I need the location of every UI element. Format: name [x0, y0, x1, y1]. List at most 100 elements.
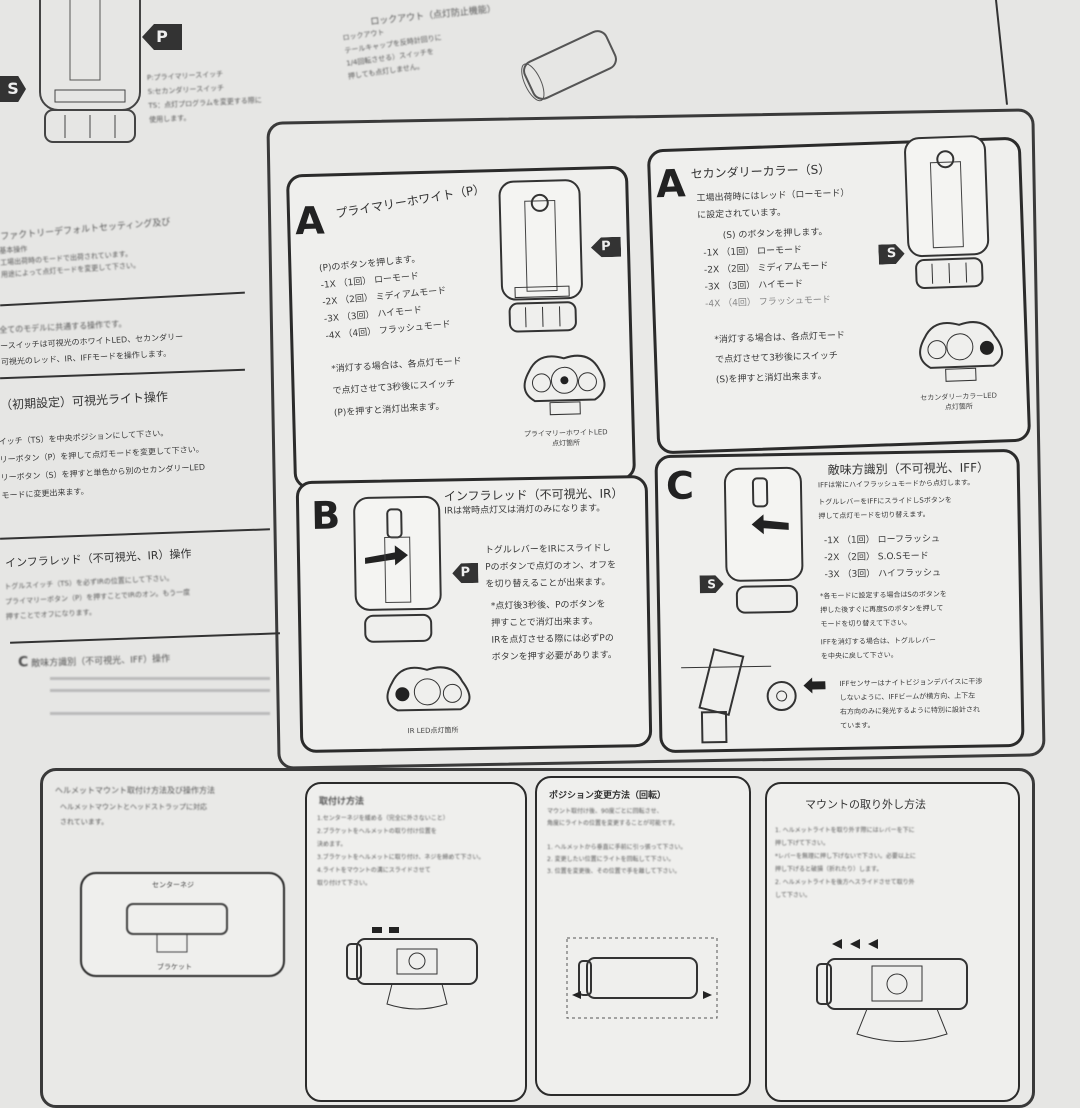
flashlight-lockout-illustration-icon — [521, 30, 617, 102]
section-letter: C — [17, 654, 29, 671]
diagram-label: センターネジ — [152, 881, 194, 889]
note-line: IFFを消灯する場合は、トグルレバー — [820, 636, 936, 647]
removal-step: 押し下げると破損（折れたり）します。 — [775, 866, 883, 873]
panel-iff: C 敵味方識別（不可視光、IFF） IFFは常にハイフラッシュモードから点灯しま… — [654, 448, 1025, 754]
ir-body: トグルレバーをIRにスライドし Pのボタンで点灯のオン、オフを を切り替えること… — [485, 541, 617, 594]
body-line: 押して点灯モードを切り替えます。 — [818, 510, 930, 521]
visible-light-text: イッチ（TS）を中央ポジションにして下さい。 リーボタン（P）を押して点灯モード… — [0, 423, 206, 506]
mode-item: -3X （3回） ハイフラッシュ — [824, 568, 942, 581]
secondary-led-lens-icon — [919, 321, 1004, 382]
helmet-line: ヘルメットマウントとヘッドストラップに対応 — [60, 803, 207, 811]
mode-list: (S) のボタンを押します。 -1X （1回） ローモード -2X （2回） ミ… — [703, 224, 831, 313]
note-line: を中央に戻して下さい。 — [820, 650, 898, 661]
helmet-line: されています。 — [60, 818, 109, 826]
attach-step: 1.センターネジを緩める（完全に外さないこと） — [317, 815, 449, 822]
panel-primary-white: A プライマリーホワイト（P） (P)のボタンを押します。 -1X （1回） ロ… — [285, 165, 637, 490]
position-title: ポジション変更方法（回転） — [549, 791, 667, 801]
mount-diagram-box: センターネジ ブラケット — [80, 872, 285, 977]
iff-operation-text — [50, 672, 280, 732]
mount-removal-box: マウントの取り外し方法 1. ヘルメットライトを取り外す際にはレバーを下に 押し… — [765, 782, 1020, 1102]
blurred-line — [50, 689, 270, 692]
common-operation-text: 全てのモデルに共通する操作です。 ースイッチは可視光のホワイトLED、セカンダリ… — [0, 313, 184, 371]
note-line: 押した後すぐに再度Sのボタンを押して — [820, 604, 944, 615]
note-line: (S)を押すと消灯出来ます。 — [715, 371, 827, 386]
factory-default-text: 基本操作 工場出荷時のモードで出荷されています。 用途によって点灯モードを変更し… — [0, 235, 140, 281]
helmet-mount-text: ヘルメットマウントとヘッドストラップに対応 されています。 — [60, 800, 207, 830]
divider — [0, 528, 270, 540]
attach-step: 4.ライトをマウントの溝にスライドさせて — [317, 867, 431, 874]
body-line: を切り替えることが出来ます。 — [485, 577, 611, 590]
note-line: ています。 — [840, 721, 875, 731]
panel-title: プライマリーホワイト（P） — [334, 181, 487, 221]
body-line: トグルレバーをIFFにスライドしSボタンを — [818, 496, 952, 507]
note-line: 右方向のみに発光するように特別に設計され — [839, 705, 980, 717]
removal-step: して下さい。 — [775, 892, 811, 899]
panel-title: セカンダリーカラー（S） — [690, 162, 831, 182]
divider — [10, 632, 280, 644]
flashlight-front-illustration-icon — [498, 179, 583, 333]
panel-secondary-color: A セカンダリーカラー（S） 工場出荷時にはレッド（ローモード） に設定されてい… — [646, 135, 1032, 455]
panel-sub: IRは常時点灯又は消灯のみになります。 — [444, 503, 606, 517]
section-letter: B — [310, 493, 341, 538]
attach-step: 取り付けて下さい。 — [317, 880, 372, 887]
note-line: ボタンを押す必要があります。 — [491, 650, 617, 663]
removal-step: *レバーを無理に押し下げないで下さい。必要以上に — [775, 853, 916, 860]
blurred-line — [50, 712, 270, 715]
flashlight-iff-illustration-icon — [723, 466, 804, 614]
iff-sensor-note: IFFセンサーはナイトビジョンデバイスに干渉 しないように、IFFビームが横方向… — [839, 675, 983, 733]
iff-title-text: 敵味方識別（不可視光、IFF）操作 — [31, 654, 171, 670]
s-button-badge: S — [700, 575, 724, 593]
note-line: *点灯後3秒後、Pのボタンを — [490, 599, 606, 612]
iff-body: トグルレバーをIFFにスライドしSボタンを 押して点灯モードを切り替えます。 — [818, 493, 952, 523]
position-line: 角度にライトの位置を変更することが可能です。 — [547, 820, 679, 827]
section-letter: A — [655, 161, 687, 207]
panel-infrared: B インフラレッド（不可視光、IR） IRは常時点灯又は消灯のみになります。 ト… — [295, 474, 653, 754]
helmet-mount-title: ヘルメットマウント取付け方法及び操作方法 — [55, 786, 215, 795]
ir-led-lens-icon — [386, 666, 471, 712]
diagram-label: ブラケット — [157, 963, 192, 971]
position-line: 1. ヘルメットから垂直に手前に引っ張って下さい。 — [547, 844, 687, 851]
iff-operation-title: C 敵味方識別（不可視光、IFF）操作 — [18, 649, 171, 670]
attach-title: 取付け方法 — [319, 797, 365, 807]
infrared-operation-title: インフラレッド（不可視光、IR）操作 — [4, 547, 192, 570]
led-caption: プライマリーホワイトLED 点灯箇所 — [511, 427, 621, 450]
note-line: IRを点灯させる際には必ずPの — [491, 633, 614, 646]
position-line: マウント取付け後、90度ごとに回転させ、 — [547, 808, 663, 815]
led-caption: セカンダリーカラーLED 点灯箇所 — [903, 390, 1014, 414]
ir-note: *点灯後3秒後、Pのボタンを 押すことで消灯出来ます。 IRを点灯させる際には必… — [491, 597, 617, 667]
note-line: 押すことで消灯出来ます。 — [491, 616, 599, 629]
mounted-light-illustration-icon — [346, 927, 478, 1010]
blurred-line — [50, 677, 270, 680]
position-line: 3. 位置を変更後、その位置で手を離して下さい。 — [547, 868, 681, 875]
lockout-text: ロックアウト テールキャップを反時計回りに 1/4回転させる）スイッチを 押して… — [342, 18, 446, 83]
s-button-badge: S — [878, 244, 905, 265]
mode-item: -4X （4回） フラッシュモード — [705, 295, 831, 310]
position-text: マウント取付け後、90度ごとに回転させ、 角度にライトの位置を変更することが可能… — [547, 806, 686, 878]
attach-method-box: 取付け方法 1.センターネジを緩める（完全に外さないこと） 2.ブラケットをヘル… — [305, 782, 527, 1102]
removal-light-illustration-icon — [816, 939, 968, 1042]
s-button-badge-top: S — [0, 76, 26, 102]
position-line: 2. 変更したい位置にライトを回転して下さい。 — [547, 856, 675, 863]
attach-step: 決めます。 — [317, 841, 347, 848]
mode-list: -1X （1回） ローフラッシュ -2X （2回） S.O.Sモード -3X （… — [824, 531, 941, 584]
factory-note: 工場出荷時にはレッド（ローモード） に設定されています。 — [696, 186, 850, 225]
mode-list: (P)のボタンを押します。 -1X （1回） ローモード -2X （2回） ミデ… — [318, 249, 451, 346]
mode-item: -1X （1回） ローフラッシュ — [823, 534, 941, 547]
position-line — [547, 830, 686, 842]
visible-light-title: （初期設定）可視光ライト操作 — [0, 389, 169, 413]
note-line: モードを切り替えて下さい。 — [820, 618, 912, 629]
section-letter: C — [665, 463, 695, 509]
switch-notes: P:プライマリースイッチ S:セカンダリースイッチ TS：点灯プログラムを変更す… — [147, 65, 263, 127]
off-note: *消灯する場合は、各点灯モード で点灯させて3秒後にスイッチ (S)を押すと消灯… — [714, 326, 847, 391]
attach-step: 3.ブラケットをヘルメットに取り付け、ネジを締めて下さい。 — [317, 854, 485, 861]
divider — [0, 291, 245, 307]
rotated-light-illustration-icon — [566, 937, 718, 1019]
flashlight-toggle-illustration-icon — [353, 495, 442, 643]
top-panel-border — [993, 0, 1009, 105]
p-button-badge: P — [452, 563, 478, 583]
mount-bracket-illustration-icon — [126, 903, 228, 953]
panel-sub: IFFは常にハイフラッシュモードから点灯します。 — [817, 478, 975, 490]
iff-sensor-detail-icon — [681, 648, 797, 744]
removal-step: 押し下げて下さい。 — [775, 840, 830, 847]
iff-note: *各モードに設定する場合はSのボタンを 押した後すぐに再度Sのボタンを押して モ… — [820, 587, 948, 663]
